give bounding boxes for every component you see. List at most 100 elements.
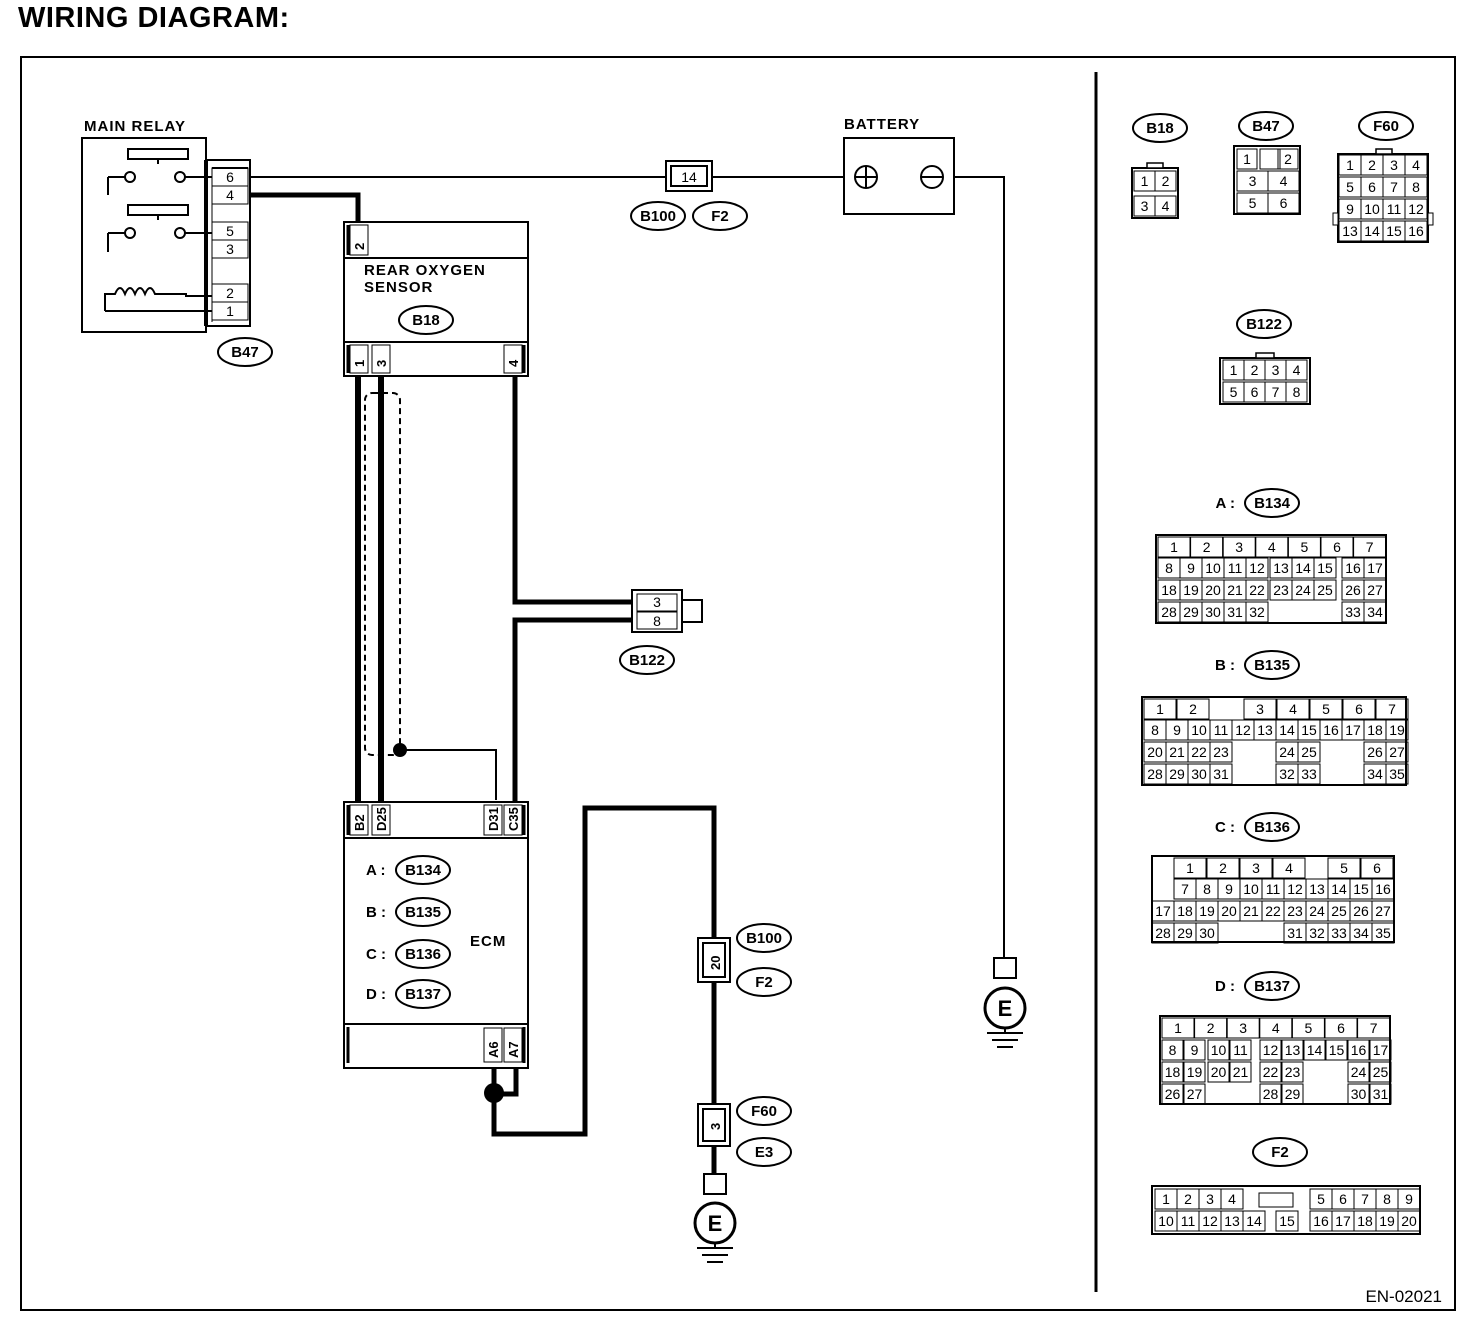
connector-view-pin: 6 (1339, 1191, 1347, 1207)
connector-view-pin: 7 (1272, 384, 1280, 400)
connector-view-pin: 7 (1361, 1191, 1369, 1207)
connector-view-pin: 12 (1263, 1042, 1279, 1058)
connector-view-pin: 1 (1186, 860, 1194, 876)
connector-view-cell (1259, 1017, 1293, 1039)
connector-view-pin: 6 (1373, 860, 1381, 876)
connector-view-cell (1363, 557, 1387, 579)
connector-view-pin: 3 (1390, 157, 1398, 173)
connector-view-cell (1363, 601, 1387, 623)
relay-pin: 5 (226, 223, 234, 239)
connector-view-pin: 4 (1272, 1020, 1280, 1036)
connector-view-pin: 5 (1317, 1191, 1325, 1207)
connector-view-cell (1325, 1039, 1348, 1061)
connector-view-prefix: B : (1215, 657, 1235, 674)
connector-view-cell (1183, 1061, 1206, 1083)
connector-view-pin: 19 (1183, 582, 1199, 598)
joint-pin: 3 (708, 1123, 723, 1130)
ecm-connector-letter: C : (366, 946, 386, 963)
ecm-connector-letter: A : (366, 862, 385, 879)
connector-view-pin: 23 (1213, 744, 1229, 760)
connector-view-cell (1229, 1039, 1252, 1061)
connector-view-latch (1332, 212, 1339, 226)
battery-label: BATTERY (844, 116, 920, 133)
connector-view-pin: 11 (1181, 1213, 1196, 1229)
connector-view-latch (1427, 212, 1434, 226)
connector-view-pin: 4 (1289, 701, 1297, 717)
connector-view-cell (1245, 557, 1269, 579)
connector-view-housing (1141, 696, 1407, 786)
ecm-connector-letter: B : (366, 904, 386, 921)
connector-view-pin: 8 (1383, 1191, 1391, 1207)
fuse-link-pin: 14 (681, 169, 697, 185)
connector-view-pin: 30 (1191, 766, 1207, 782)
connector-view-pin: 14 (1246, 1213, 1262, 1229)
connector-view-pin: 25 (1317, 582, 1333, 598)
connector-view-pin: 27 (1389, 744, 1405, 760)
connector-view-pin: 3 (1141, 198, 1149, 214)
connector-view-cell (1281, 1061, 1304, 1083)
connector-view-pin: 2 (1368, 157, 1376, 173)
connector-view-pin: 25 (1301, 744, 1317, 760)
connector-view-pin: 2 (1219, 860, 1227, 876)
connector-view-pin: 12 (1235, 722, 1251, 738)
connector-view-pin: 4 (1280, 173, 1288, 189)
connector-view-cell (1327, 857, 1361, 879)
connector-view-cell (1272, 857, 1306, 879)
connector-view-pin: 30 (1351, 1086, 1367, 1102)
ecm-pin: C35 (506, 807, 521, 831)
connector-view-code: F2 (1271, 1144, 1289, 1161)
connector-view-pin: 33 (1331, 925, 1347, 941)
connector-view-prefix: D : (1215, 978, 1235, 995)
connector-view-pin: 8 (1203, 881, 1211, 897)
connector-view-pin: 31 (1373, 1086, 1389, 1102)
connector-view-cell (1404, 220, 1428, 242)
connector-view-oval (1238, 111, 1294, 141)
connector-view-cell (1176, 698, 1210, 720)
sensor-label: SENSOR (364, 279, 433, 296)
connector-view-pin: 18 (1357, 1213, 1373, 1229)
connector-view-pin: 2 (1207, 1020, 1215, 1036)
connector-view-cell (1313, 557, 1337, 579)
connector-view-pin: 11 (1387, 201, 1402, 217)
connector-view-pin: 30 (1205, 604, 1221, 620)
connector-view-pin: 26 (1165, 1086, 1181, 1102)
connector-view-pin: 4 (1268, 539, 1276, 555)
connector-view-pin: 9 (1173, 722, 1181, 738)
connector-view-pin: 31 (1227, 604, 1243, 620)
connector-view-cell (1173, 857, 1207, 879)
connector-view-cell (1285, 381, 1308, 403)
connector-view-pin: 9 (1405, 1191, 1413, 1207)
connector-view-pin: 21 (1233, 1064, 1249, 1080)
relay-pin: 1 (226, 303, 234, 319)
connector-view-pin: 31 (1287, 925, 1303, 941)
connector-view-pin: 20 (1211, 1064, 1227, 1080)
connector-view-cell (1397, 1188, 1421, 1210)
connector-view-pin: 18 (1367, 722, 1383, 738)
ecm-connector-oval: B135 (405, 904, 441, 921)
connector-view-cell (1285, 359, 1308, 381)
connector-view-pin: 19 (1199, 903, 1215, 919)
b122-connector-oval: B122 (629, 652, 665, 669)
ecm-pin: D25 (374, 807, 389, 831)
connector-view-cell (1259, 148, 1281, 170)
connector-view-cell (1375, 698, 1409, 720)
connector-view-pin: 3 (1235, 539, 1243, 555)
connector-view-pin: 29 (1183, 604, 1199, 620)
connector-view-pin: 28 (1161, 604, 1177, 620)
connector-view-cell (1206, 857, 1240, 879)
connector-view-pin: 23 (1287, 903, 1303, 919)
connector-view-pin: 7 (1390, 179, 1398, 195)
b122-connector: 3 8 B122 (619, 589, 703, 675)
connector-view-pin: 17 (1345, 722, 1361, 738)
diagram-frame (20, 56, 1456, 1311)
connector-view-pin: 22 (1265, 903, 1281, 919)
connector-view-cell (1276, 698, 1310, 720)
ground-icon: E (983, 957, 1027, 1048)
connector-view-pin: 14 (1364, 223, 1380, 239)
sensor-pin: 1 (352, 360, 367, 367)
connector-view-pin: 14 (1331, 881, 1347, 897)
connector-view-prefix: C : (1215, 819, 1235, 836)
connector-view-cell (1183, 1083, 1206, 1105)
ecm: B2 D25 D31 C35 ECM A : B134 B : B135 C :… (343, 801, 529, 1069)
connector-view-cell (1287, 536, 1321, 558)
